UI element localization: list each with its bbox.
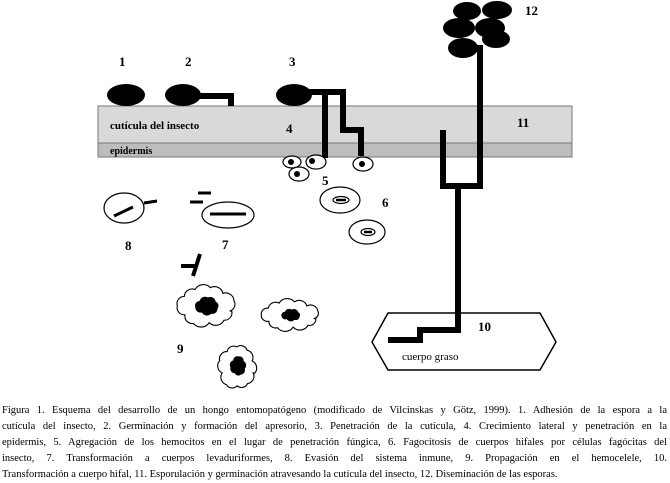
stage-number-10: 10 [478,319,491,334]
propagating-cell-core [195,296,219,316]
caption-line: Figura 1. Esquema del desarrollo de un h… [2,405,667,416]
hemocoel-propagation [176,284,319,389]
stage-number-8: 8 [125,238,132,253]
stage-number-6: 6 [382,195,389,210]
stage-number-1: 1 [119,54,126,69]
evading-cell [103,192,145,224]
propagating-cell-core [281,308,301,322]
stage-number-4: 4 [286,121,293,136]
fungal-development-diagram: cutícula del insecto epidermis [97,1,573,389]
stage-number-2: 2 [185,54,192,69]
caption-line: insecto, 7. Transformación a cuerpos lev… [2,453,667,464]
stage-number-7: 7 [222,237,229,252]
caption-line: epidermis, 5. Agregación de los hemocito… [2,437,667,448]
conidium [482,1,512,19]
cuticle-label: cutícula del insecto [110,120,200,132]
figure-caption: Figura 1. Esquema del desarrollo de un h… [2,403,667,483]
caption-line: Transformación a cuerpo hifal, 11. Espor… [2,469,558,480]
hyphal-fragment [143,199,158,205]
stage-number-3: 3 [289,54,296,69]
epidermis-label: epidermis [110,146,152,157]
spore-3 [276,84,312,106]
branching-fragment-stem [191,253,202,277]
stage-number-5: 5 [322,173,329,188]
stage-number-11: 11 [517,115,529,130]
evading-hyphal-body [113,205,134,218]
conidium [448,38,478,58]
propagating-cell-core [229,356,247,376]
conidium [453,2,481,20]
hemocyte-nucleus [309,158,315,164]
conidium [443,18,475,38]
emerging-hypha [440,45,483,189]
phagocyte-cells [319,186,386,245]
sporulating-cluster [443,1,512,58]
hemocyte-aggregate [282,154,374,182]
internal-hypha [388,186,461,343]
spore-1 [107,84,145,106]
germ-tube-2 [195,93,234,106]
penetration-hypha [306,89,364,156]
spore-2 [165,84,201,106]
stage-number-9: 9 [177,341,184,356]
stage-number-12: 12 [525,3,538,18]
conidium [482,30,510,48]
hemocyte [305,154,327,170]
caption-line: cutícula del insecto, 2. Germinación y f… [2,421,667,432]
yeast-like-bodies [190,191,255,229]
fat-body-label: cuerpo graso [402,351,459,363]
hemocyte-nucleus [288,159,294,165]
hemocyte-nucleus [294,171,300,177]
immune-evasion [103,192,158,224]
epidermis-band [97,142,573,158]
cuticle-band [97,105,573,144]
hemocyte-nucleus [359,161,365,167]
